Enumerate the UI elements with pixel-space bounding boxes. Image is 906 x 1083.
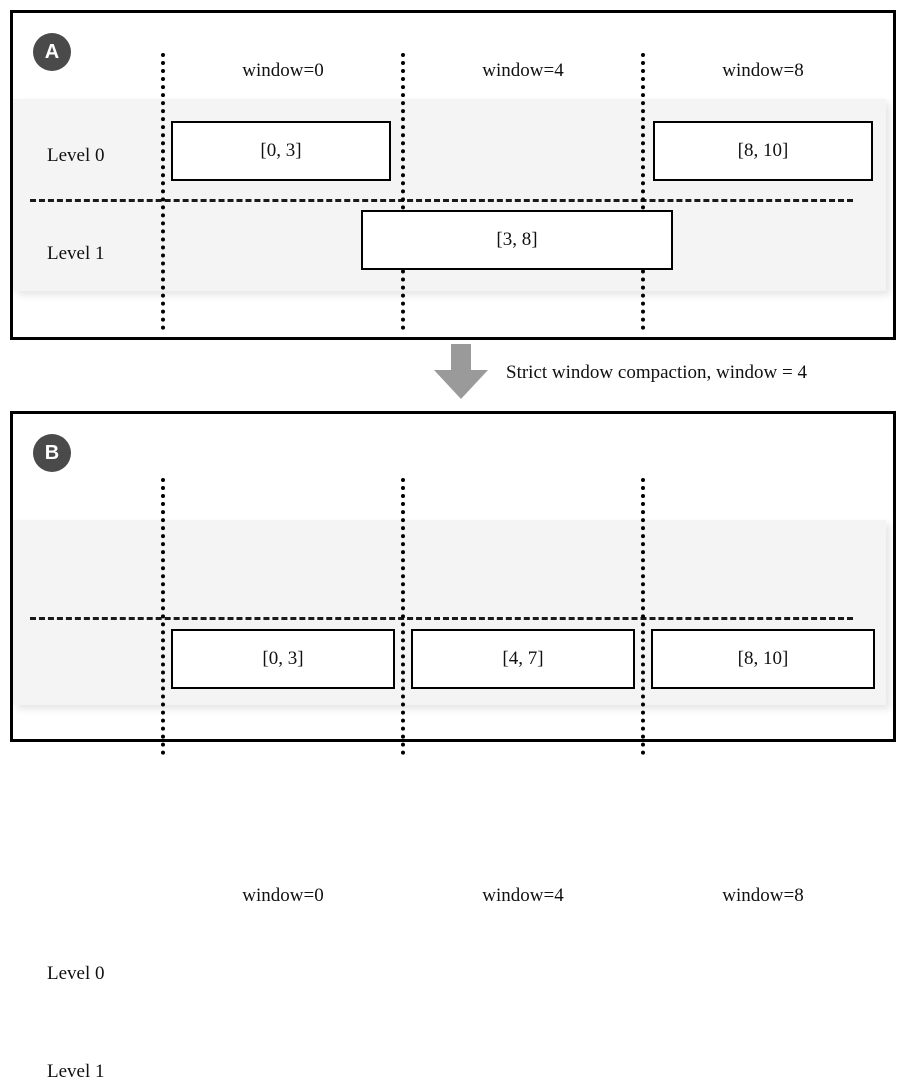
panel-a-column-header-1: window=4 [482,60,564,81]
panel-a: A window=0 window=4 window=8 Level 0 Lev… [10,10,896,340]
interval-box: [0, 3] [171,121,391,181]
interval-box: [0, 3] [171,629,395,689]
panel-b: B window=0 window=4 window=8 Level 0 Lev… [10,411,896,1082]
interval-box: [3, 8] [361,210,673,270]
transition-arrow-caption: Strict window compaction, window = 4 [506,362,807,383]
panel-b-row-label-level-0: Level 0 [47,963,105,984]
panel-a-level-divider [30,199,853,202]
interval-box: [8, 10] [653,121,873,181]
panel-a-window-boundary-8 [641,53,645,330]
panel-a-row-label-level-0: Level 0 [47,145,105,166]
panel-a-column-header-0: window=0 [242,60,324,81]
interval-box: [8, 10] [651,629,875,689]
panel-a-row-label-level-1: Level 1 [47,243,105,264]
panel-b-window-boundary-0 [161,478,165,755]
panel-b-window-boundary-4 [401,478,405,755]
panel-b-column-header-1: window=4 [482,885,564,906]
panel-b-column-header-2: window=8 [722,885,804,906]
panel-b-column-header-0: window=0 [242,885,324,906]
panel-a-column-header-2: window=8 [722,60,804,81]
panel-b-badge: B [33,434,71,472]
interval-box: [4, 7] [411,629,635,689]
panel-b-window-boundary-8 [641,478,645,755]
panel-b-row-label-level-1: Level 1 [47,1061,105,1082]
panel-b-level-divider [30,617,853,620]
transition-arrow [430,344,492,400]
panel-a-window-boundary-0 [161,53,165,330]
panel-a-window-boundary-4 [401,53,405,330]
panel-a-badge: A [33,33,71,71]
